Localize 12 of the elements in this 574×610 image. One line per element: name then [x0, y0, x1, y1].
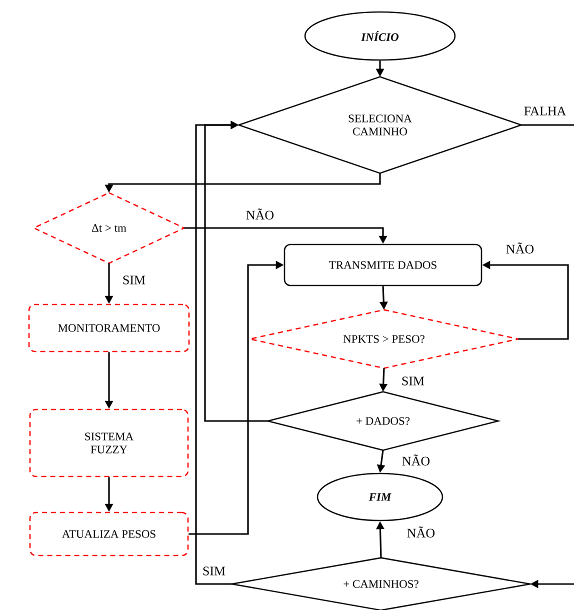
edge-label: FALHA: [522, 106, 568, 116]
process-box: MONITORAMENTO: [28, 304, 190, 352]
edge-label: SIM: [201, 566, 227, 576]
edge-label: NÃO: [504, 242, 536, 254]
edge-label: NÃO: [406, 526, 436, 538]
edge-label: SIM: [121, 274, 147, 286]
process-box: ATUALIZA PESOS: [29, 512, 189, 556]
edge-label: SIM: [400, 376, 426, 386]
edge-label: NÃO: [400, 454, 432, 466]
process-box: TRANSMITE DADOS: [284, 244, 482, 286]
edge-label: NÃO: [244, 208, 276, 220]
process-box: SISTEMA FUZZY: [29, 408, 189, 478]
